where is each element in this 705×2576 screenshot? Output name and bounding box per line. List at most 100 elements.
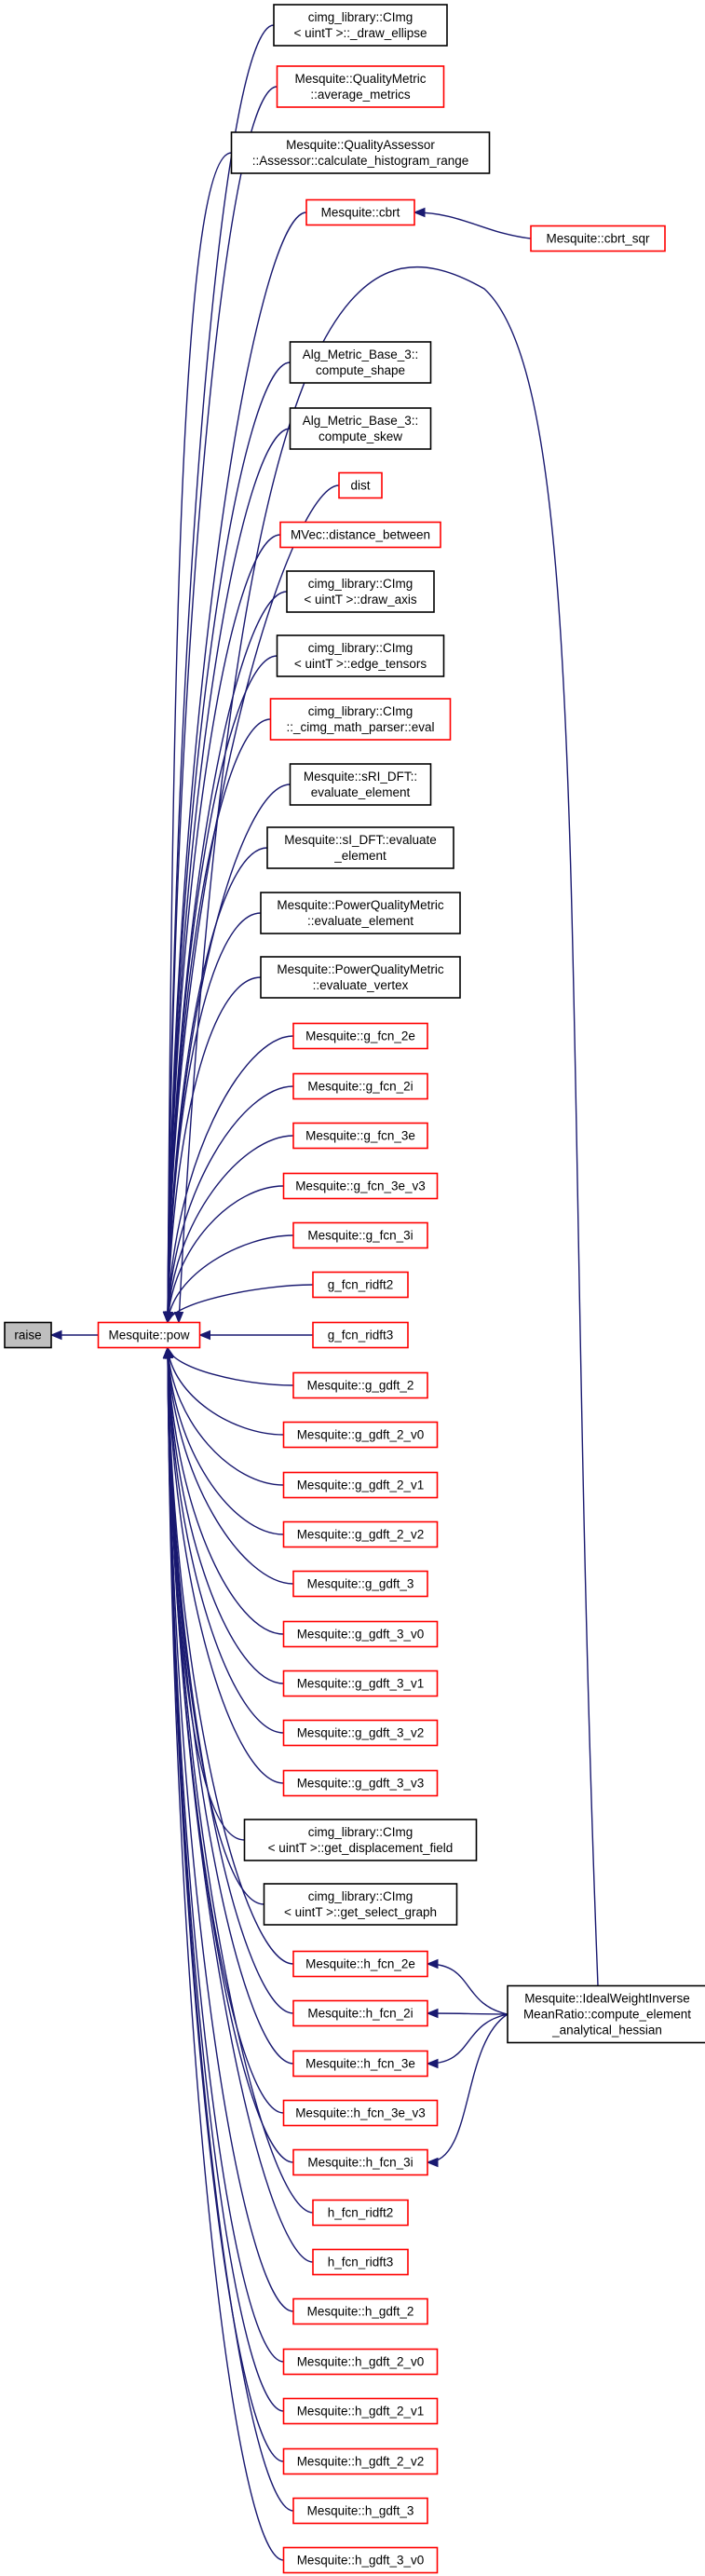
edge-line — [167, 1347, 284, 1734]
node-box — [260, 956, 461, 999]
node-box — [292, 1221, 428, 1249]
edge-line — [167, 24, 275, 1323]
graph-node[interactable]: Mesquite::h_gdft_3 — [292, 2497, 428, 2525]
graph-node[interactable]: h_fcn_ridft3 — [312, 2248, 409, 2276]
node-label: Mesquite::h_fcn_2i — [307, 2007, 413, 2021]
graph-node[interactable]: Mesquite::h_gdft_2_v2 — [282, 2447, 439, 2475]
edge-c23-to-pow — [165, 1346, 294, 1386]
node-label: ::average_metrics — [310, 88, 411, 102]
graph-node[interactable]: Mesquite::h_fcn_3e_v3 — [282, 2099, 439, 2127]
edge-line — [427, 2013, 508, 2065]
node-label: Mesquite::h_gdft_2_v2 — [297, 2455, 425, 2469]
node-label: Mesquite::QualityAssessor — [286, 138, 435, 152]
graph-node[interactable]: cimg_library::CImg< uintT >::edge_tensor… — [276, 634, 445, 677]
node-box — [292, 1999, 428, 2027]
node-box — [292, 1122, 428, 1150]
node-label: cimg_library::CImg — [308, 1889, 414, 1903]
graph-node[interactable]: Mesquite::g_gdft_2_v0 — [282, 1421, 439, 1449]
graph-node[interactable]: g_fcn_ridft2 — [312, 1271, 409, 1299]
graph-node[interactable]: g_fcn_ridft3 — [312, 1321, 409, 1349]
graph-node[interactable]: Alg_Metric_Base_3::compute_shape — [289, 341, 432, 384]
node-box — [289, 407, 432, 450]
edge-arrowhead — [173, 1312, 184, 1324]
graph-node[interactable]: Mesquite::h_gdft_2_v1 — [282, 2397, 439, 2425]
node-label: cimg_library::CImg — [308, 577, 414, 591]
graph-node[interactable]: dist — [338, 471, 383, 499]
graph-node[interactable]: cimg_library::CImg::_cimg_math_parser::e… — [269, 698, 452, 741]
node-box — [282, 1769, 439, 1797]
node-label: h_fcn_ridft2 — [328, 2206, 394, 2220]
node-label: Mesquite::PowerQualityMetric — [277, 898, 444, 912]
graph-node[interactable]: Mesquite::g_fcn_2e — [292, 1022, 428, 1050]
edge-iwimr-to-pow — [173, 266, 599, 1986]
edge-arrowhead — [162, 1346, 173, 1359]
graph-node[interactable]: Mesquite::g_gdft_3_v3 — [282, 1769, 439, 1797]
graph-node[interactable]: Mesquite::h_fcn_3i — [292, 2148, 428, 2176]
graph-node[interactable]: Mesquite::QualityMetric::average_metrics — [276, 65, 445, 108]
edge-line — [427, 2012, 508, 2015]
node-label: Mesquite::cbrt — [321, 206, 400, 220]
edge-arrowhead — [426, 2058, 439, 2069]
graph-node[interactable]: Mesquite::g_gdft_2_v2 — [282, 1520, 439, 1548]
graph-node[interactable]: Mesquite::h_gdft_3_v0 — [282, 2546, 439, 2574]
graph-node[interactable]: Mesquite::IdealWeightInverseMeanRatio::c… — [507, 1984, 705, 2044]
node-label: cimg_library::CImg — [308, 641, 414, 655]
node-label: Mesquite::g_fcn_3e_v3 — [295, 1179, 426, 1193]
node-label: Mesquite::h_gdft_2 — [307, 2305, 414, 2319]
graph-node[interactable]: Alg_Metric_Base_3::compute_skew — [289, 407, 432, 450]
node-label: g_fcn_ridft2 — [328, 1278, 394, 1292]
graph-node[interactable]: cimg_library::CImg< uintT >::get_select_… — [263, 1883, 458, 1926]
graph-node[interactable]: MVec::distance_between — [279, 521, 441, 549]
graph-node[interactable]: Mesquite::g_gdft_3_v0 — [282, 1620, 439, 1648]
edge-line — [167, 1347, 284, 1635]
graph-node[interactable]: Mesquite::g_fcn_3e_v3 — [282, 1172, 439, 1200]
graph-node[interactable]: cimg_library::CImg< uintT >::draw_axis — [286, 570, 435, 613]
graph-node[interactable]: Mesquite::g_fcn_3i — [292, 1221, 428, 1249]
node-box — [269, 698, 452, 741]
graph-node[interactable]: Mesquite::h_gdft_2_v0 — [282, 2348, 439, 2376]
edge-arrowhead — [198, 1329, 210, 1341]
node-label: Mesquite::g_fcn_3e — [305, 1129, 415, 1143]
graph-node[interactable]: cimg_library::CImg< uintT >::_draw_ellip… — [273, 4, 448, 47]
node-box — [263, 1883, 458, 1926]
node-label: ::Assessor::calculate_histogram_range — [252, 154, 469, 168]
graph-node[interactable]: Mesquite::g_gdft_2 — [292, 1371, 428, 1399]
graph-node[interactable]: Mesquite::h_fcn_3e — [292, 2050, 428, 2078]
edge-line — [167, 86, 278, 1323]
node-box — [276, 634, 445, 677]
node-raise-root: raise — [4, 1321, 52, 1349]
node-box — [292, 2297, 428, 2325]
graph-node[interactable]: Mesquite::pow — [97, 1321, 201, 1349]
graph-node[interactable]: h_fcn_ridft2 — [312, 2199, 409, 2227]
edge-c24-to-pow — [163, 1346, 284, 1436]
node-label: evaluate_element — [311, 785, 411, 799]
graph-node[interactable]: Mesquite::PowerQualityMetric::evaluate_v… — [260, 956, 461, 999]
graph-node[interactable]: Mesquite::cbrt — [305, 198, 415, 226]
edge-line — [167, 1347, 294, 2312]
edge-line — [167, 1347, 294, 2512]
graph-node[interactable]: Mesquite::h_fcn_2e — [292, 1950, 428, 1978]
graph-node[interactable]: Mesquite::g_gdft_2_v1 — [282, 1471, 439, 1499]
edge-c4-to-pow — [162, 211, 307, 1324]
node-box — [243, 1819, 478, 1861]
graph-node[interactable]: Mesquite::g_gdft_3_v2 — [282, 1719, 439, 1747]
graph-node[interactable]: Mesquite::g_fcn_2i — [292, 1072, 428, 1100]
node-label: < uintT >::edge_tensors — [294, 657, 427, 671]
node-box — [282, 2447, 439, 2475]
graph-node[interactable]: Mesquite::QualityAssessor::Assessor::cal… — [230, 131, 491, 174]
graph-node[interactable]: Mesquite::g_gdft_3 — [292, 1570, 428, 1598]
graph-node[interactable]: Mesquite::h_fcn_2i — [292, 1999, 428, 2027]
graph-node[interactable]: Mesquite::cbrt_sqr — [530, 225, 666, 252]
graph-node[interactable]: Mesquite::g_fcn_3e — [292, 1122, 428, 1150]
graph-node[interactable]: Mesquite::h_gdft_2 — [292, 2297, 428, 2325]
node-label: < uintT >::draw_axis — [304, 593, 417, 607]
node-box — [312, 1271, 409, 1299]
graph-node[interactable]: Mesquite::sI_DFT::evaluate_element — [266, 826, 454, 869]
node-box — [282, 2348, 439, 2376]
node-label: Mesquite::sRI_DFT:: — [304, 770, 417, 784]
graph-node[interactable]: Mesquite::PowerQualityMetric::evaluate_e… — [260, 892, 461, 934]
graph-node[interactable]: cimg_library::CImg< uintT >::get_displac… — [243, 1819, 478, 1861]
graph-node[interactable]: Mesquite::sRI_DFT::evaluate_element — [289, 763, 432, 806]
graph-node[interactable]: Mesquite::g_gdft_3_v1 — [282, 1670, 439, 1697]
